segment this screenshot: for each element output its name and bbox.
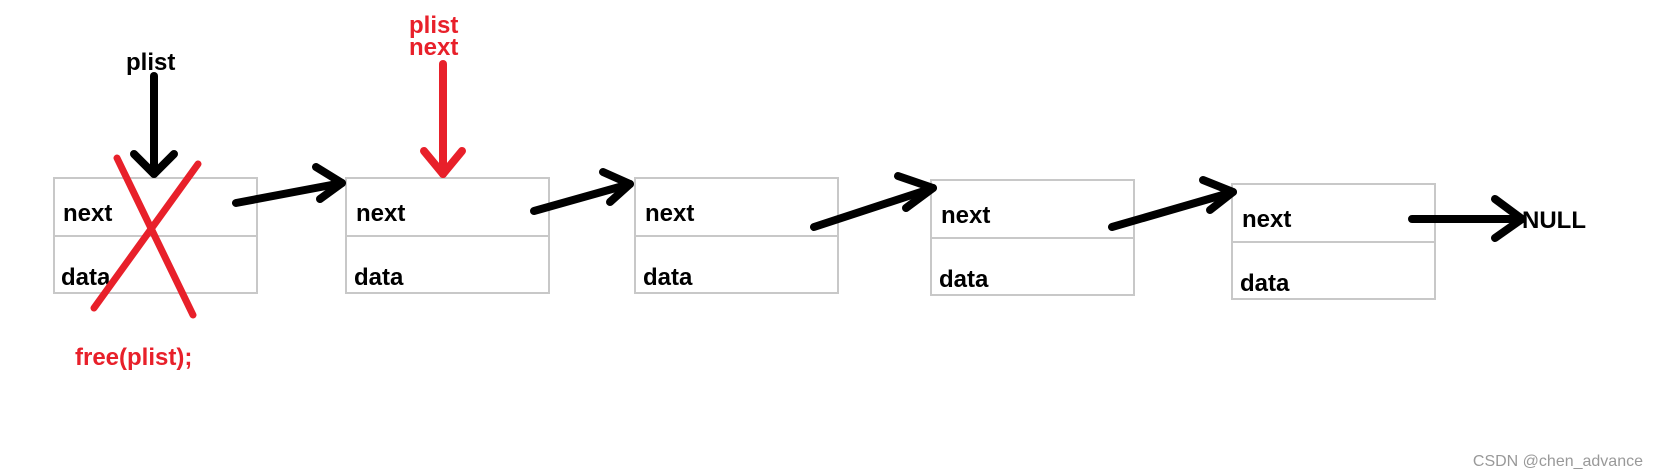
null-label: NULL <box>1522 207 1586 234</box>
cross-out-mark <box>90 154 202 319</box>
link-arrow-2-3 <box>530 168 634 215</box>
node-next-field: next <box>1242 206 1291 233</box>
list-node-2: next data <box>345 177 550 294</box>
link-arrow-3-4 <box>810 172 937 231</box>
link-arrow-1-2 <box>232 163 346 207</box>
node-next-field: next <box>645 200 694 227</box>
link-arrow-to-null <box>1408 195 1526 242</box>
free-call-label: free(plist); <box>75 344 192 371</box>
list-node-5: next data <box>1231 183 1436 300</box>
new-plist-down-arrow <box>420 60 466 178</box>
list-node-3: next data <box>634 177 839 294</box>
node-next-field: next <box>941 202 990 229</box>
node-data-field: data <box>939 266 989 293</box>
node-data-field: data <box>354 264 404 291</box>
node-data-field: data <box>643 264 693 291</box>
node-next-field: next <box>63 200 112 227</box>
new-next-label: next <box>409 34 458 61</box>
plist-down-arrow <box>130 72 178 178</box>
node-data-field: data <box>1240 270 1290 297</box>
plist-label: plist <box>126 49 175 76</box>
link-arrow-4-5 <box>1108 176 1237 231</box>
new-plist-label: plist <box>409 12 458 39</box>
watermark: CSDN @chen_advance <box>1473 453 1643 470</box>
node-data-field: data <box>61 264 111 291</box>
new-plist-pointer: plist next <box>409 12 466 178</box>
list-node-4: next data <box>930 179 1135 296</box>
plist-pointer: plist <box>126 49 178 178</box>
node-next-field: next <box>356 200 405 227</box>
list-node-1: next data <box>53 177 258 294</box>
